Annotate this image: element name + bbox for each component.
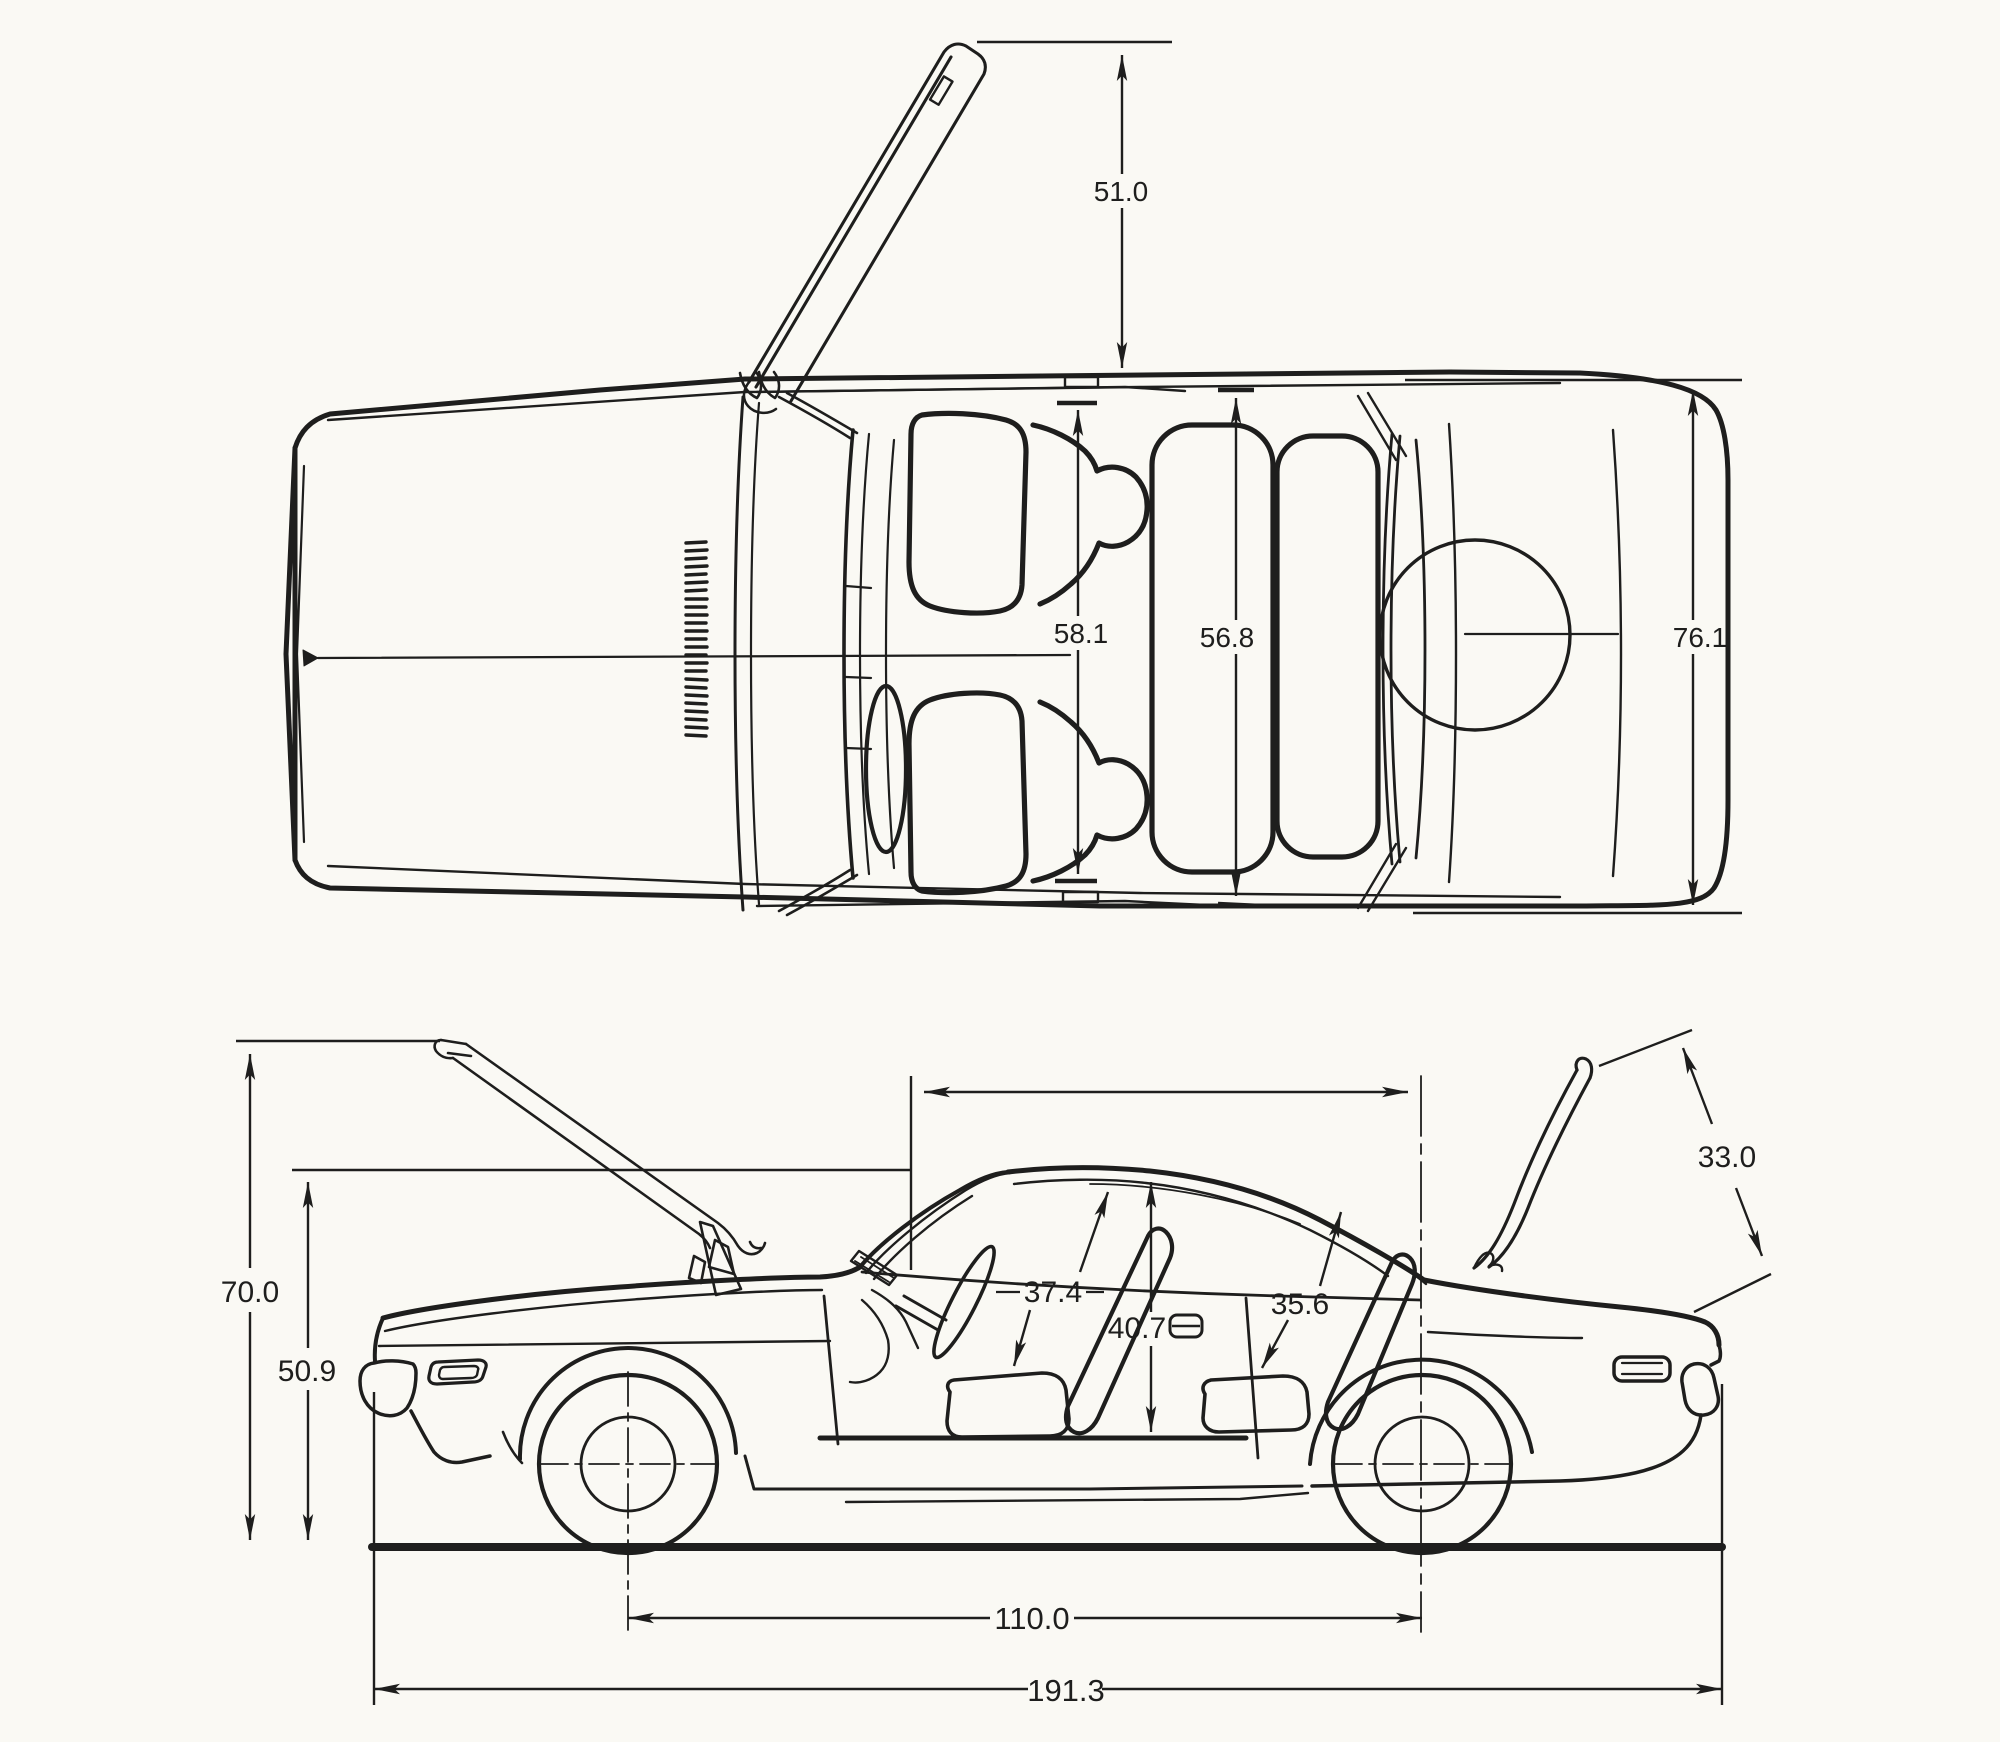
svg-text:58.1: 58.1	[1054, 618, 1109, 649]
svg-text:56.8: 56.8	[1200, 622, 1255, 653]
svg-text:37.4: 37.4	[1024, 1276, 1082, 1309]
svg-text:51.0: 51.0	[1094, 176, 1149, 207]
svg-text:35.6: 35.6	[1271, 1288, 1329, 1321]
svg-text:110.0: 110.0	[994, 1601, 1069, 1636]
svg-text:50.9: 50.9	[278, 1355, 336, 1388]
svg-text:40.7: 40.7	[1108, 1312, 1166, 1345]
svg-text:33.0: 33.0	[1698, 1141, 1756, 1174]
svg-text:70.0: 70.0	[221, 1276, 279, 1309]
svg-text:191.3: 191.3	[1027, 1673, 1105, 1708]
svg-text:76.1: 76.1	[1673, 622, 1728, 653]
